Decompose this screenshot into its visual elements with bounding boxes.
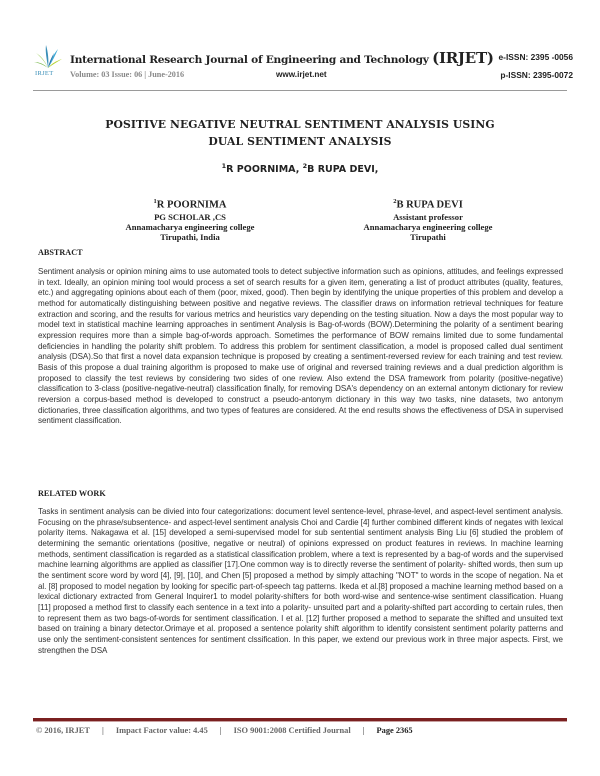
author-block-1: 1R POORNIMA PG SCHOLAR ,CS Annamacharya …: [90, 196, 290, 242]
e-issn: e-ISSN: 2395 -0056: [498, 52, 574, 62]
related-work-body: Tasks in sentiment analysis can be divie…: [38, 507, 563, 655]
journal-header: IRJET International Research Journal of …: [33, 44, 573, 94]
author-role: PG SCHOLAR ,CS: [154, 211, 226, 222]
journal-name: International Research Journal of Engine…: [70, 49, 494, 67]
footer-certification: ISO 9001:2008 Certified Journal: [233, 726, 351, 735]
author-location: Tirupathi, India: [160, 231, 220, 242]
author-name: 1R POORNIMA: [153, 198, 227, 211]
author-location: Tirupathi: [410, 231, 446, 242]
abstract-body: Sentiment analysis or opinion mining aim…: [38, 267, 563, 426]
volume-issue: Volume: 03 Issue: 06 | June-2016: [70, 70, 185, 79]
journal-abbr: (IRJET): [432, 49, 494, 67]
footer-separator: |: [101, 726, 104, 735]
footer-divider: [33, 718, 567, 722]
abstract-heading: ABSTRACT: [38, 248, 83, 257]
logo-text: IRJET: [35, 70, 54, 77]
authors-line: 1R POORNIMA, 2B RUPA DEVI,: [221, 162, 379, 176]
footer-impact-factor: Impact Factor value: 4.45: [115, 726, 208, 735]
p-issn: p-ISSN: 2395-0072: [500, 70, 573, 80]
footer-copyright: © 2016, IRJET: [36, 726, 90, 735]
author-institution: Annamacharya engineering college: [125, 221, 255, 232]
paper-title: POSITIVE NEGATIVE NEUTRAL SENTIMENT ANAL…: [105, 118, 495, 148]
irjet-leaf-logo-icon: [33, 44, 63, 78]
author-institution: Annamacharya engineering college: [363, 221, 493, 232]
journal-website-link[interactable]: www.irjet.net: [276, 70, 327, 79]
author-block-2: 2B RUPA DEVI Assistant professor Annamac…: [328, 196, 528, 242]
author-name: 2B RUPA DEVI: [393, 198, 463, 211]
header-divider: [33, 90, 567, 91]
footer-page-number: Page 2365: [376, 726, 413, 735]
page-footer: © 2016, IRJET | Impact Factor value: 4.45 |…: [36, 726, 566, 735]
author-role: Assistant professor: [393, 211, 463, 222]
footer-separator: |: [219, 726, 222, 735]
related-work-heading: RELATED WORK: [38, 489, 106, 498]
footer-separator: |: [362, 726, 365, 735]
